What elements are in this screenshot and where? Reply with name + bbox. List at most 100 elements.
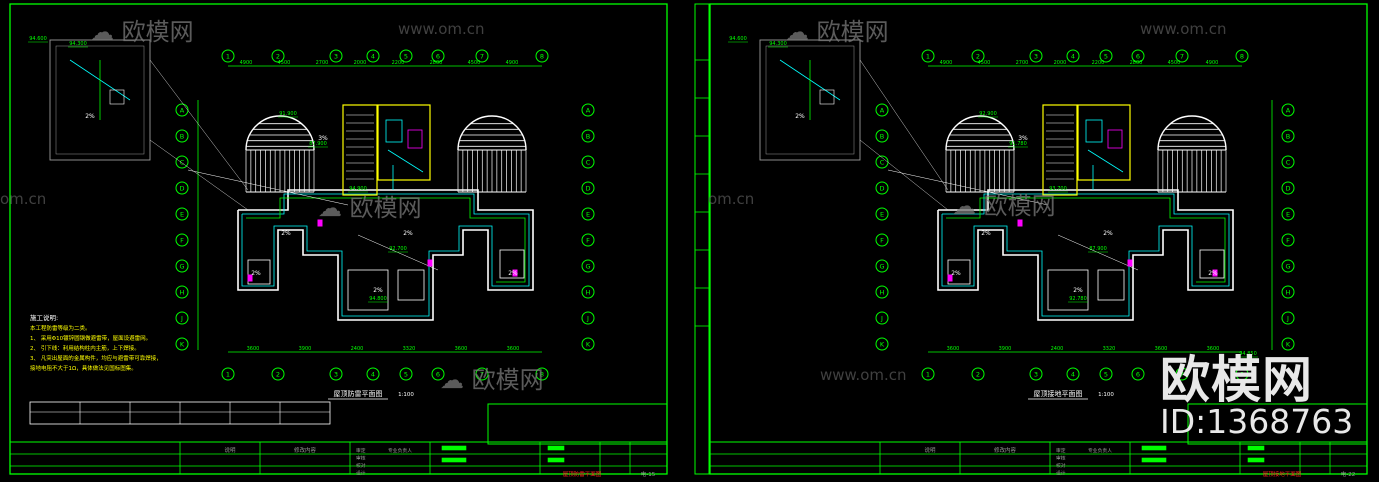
axis-label: K	[1286, 341, 1291, 349]
elevation-label: 93.700	[1049, 186, 1067, 192]
axis-label: 7	[1180, 371, 1184, 379]
elevation-label: 94.300	[69, 41, 87, 47]
watermark-site-top-right: www.om.cn	[1140, 20, 1227, 38]
roof-room-outline	[397, 269, 425, 301]
slope-label: 2%	[373, 287, 383, 294]
roof-dome-outline	[245, 115, 315, 151]
slope-label: 2%	[951, 270, 961, 277]
axis-label: 5	[1104, 53, 1108, 61]
axis-bubble	[271, 49, 285, 63]
watermark-logo-icon: ☁	[785, 18, 809, 46]
lightning-belt-line	[246, 197, 526, 283]
title-block-filled-cell	[1247, 457, 1265, 463]
axis-bubble	[1281, 129, 1295, 143]
notes-line: 接地电阻不大于1Ω，具体做法见国标图集。	[30, 364, 137, 372]
watermark-brand-top-right: ☁ 欧模网	[785, 18, 889, 46]
sheet-outer-frame	[9, 3, 668, 475]
roof-dome-outline	[1157, 115, 1227, 151]
roof-detail-inner	[765, 45, 855, 155]
axis-label: 3	[1034, 53, 1038, 61]
dimension-text: 4500	[1168, 60, 1181, 66]
slope-label: 2%	[281, 230, 291, 237]
building-outline	[937, 189, 1234, 321]
axis-label: K	[180, 341, 185, 349]
drawing-scale: 1:100	[398, 392, 414, 398]
roof-room-outline	[347, 269, 389, 311]
title-block-upper	[487, 403, 668, 445]
axis-label: F	[880, 237, 884, 245]
axis-bubble	[1235, 367, 1249, 381]
grounding-marker	[1017, 219, 1023, 227]
elevation-label: 87.900	[309, 141, 327, 147]
title-block-upper	[1187, 403, 1368, 445]
dimension-text: 2800	[430, 60, 443, 66]
axis-label: 1	[226, 53, 230, 61]
slope-label: 2%	[403, 230, 413, 237]
axis-bubble	[175, 103, 189, 117]
axis-bubble	[581, 337, 595, 351]
axis-label: G	[585, 263, 590, 271]
axis-bubble	[581, 311, 595, 325]
axis-bubble	[1066, 367, 1080, 381]
slope-label: 2%	[85, 113, 95, 120]
roof-detail-box	[819, 89, 835, 105]
parapet-line	[241, 193, 530, 317]
dimension-text: 2400	[1051, 346, 1064, 352]
axis-label: H	[180, 289, 185, 297]
drawing-title: 屋顶接地平面图	[1034, 389, 1083, 398]
axis-label: A	[880, 107, 885, 115]
axis-bubble	[175, 155, 189, 169]
axis-bubble	[1131, 367, 1145, 381]
title-block-drawing-name: 屋顶防雷平面图	[563, 470, 602, 478]
axis-bubble	[1175, 367, 1189, 381]
dimension-text: 3600	[947, 346, 960, 352]
roof-detail-box	[109, 89, 125, 105]
axis-label: J	[1286, 315, 1289, 323]
building-outline	[237, 189, 534, 321]
elevation-label: 94.300	[769, 41, 787, 47]
axis-bubble	[971, 367, 985, 381]
title-block-filled-cell	[547, 457, 565, 463]
axis-bubble	[1029, 367, 1043, 381]
dimension-text: 2000	[354, 60, 367, 66]
axis-bubble	[1099, 49, 1113, 63]
title-block-label: 专业负责人	[388, 447, 412, 454]
dimension-text: 3600	[1155, 346, 1168, 352]
axis-bubble	[431, 49, 445, 63]
dimension-text: 3900	[999, 346, 1012, 352]
axis-bubble	[535, 49, 549, 63]
dimension-text: 4500	[978, 60, 991, 66]
slope-label: 3%	[1018, 135, 1028, 142]
axis-label: H	[1286, 289, 1291, 297]
dimension-text: 2000	[1054, 60, 1067, 66]
axis-bubble	[581, 155, 595, 169]
grounding-marker	[947, 274, 953, 282]
elevation-label: 94.900	[349, 186, 367, 192]
axis-bubble	[581, 259, 595, 273]
elevation-label: 91.780	[1009, 141, 1027, 147]
axis-label: C	[1286, 159, 1291, 167]
roof-room-outline	[499, 249, 525, 279]
dimension-text: 3320	[1103, 346, 1116, 352]
title-block-label: 说明	[924, 446, 936, 454]
axis-label: 3	[334, 371, 338, 379]
title-block-label: 修改内容	[994, 446, 1017, 454]
axis-bubble	[875, 155, 889, 169]
watermark-site-fragment-left: om.cn	[0, 190, 47, 208]
axis-bubble	[581, 181, 595, 195]
axis-label: 7	[480, 371, 484, 379]
grounding-marker	[1212, 269, 1218, 277]
axis-bubble	[1235, 49, 1249, 63]
equipment-box	[385, 119, 403, 143]
watermark-logo-icon: ☁	[952, 192, 976, 220]
axis-label: 6	[1136, 371, 1140, 379]
equipment-box	[407, 129, 423, 149]
dimension-text: 4900	[1206, 60, 1219, 66]
dimension-text: 3320	[403, 346, 416, 352]
axis-label: 8	[1240, 371, 1244, 379]
watermark-brand-center-right: ☁ 欧模网	[952, 192, 1056, 220]
axis-bubble	[1099, 367, 1113, 381]
elevation-label: 92.900	[979, 111, 997, 117]
leader-line	[1057, 234, 1139, 271]
